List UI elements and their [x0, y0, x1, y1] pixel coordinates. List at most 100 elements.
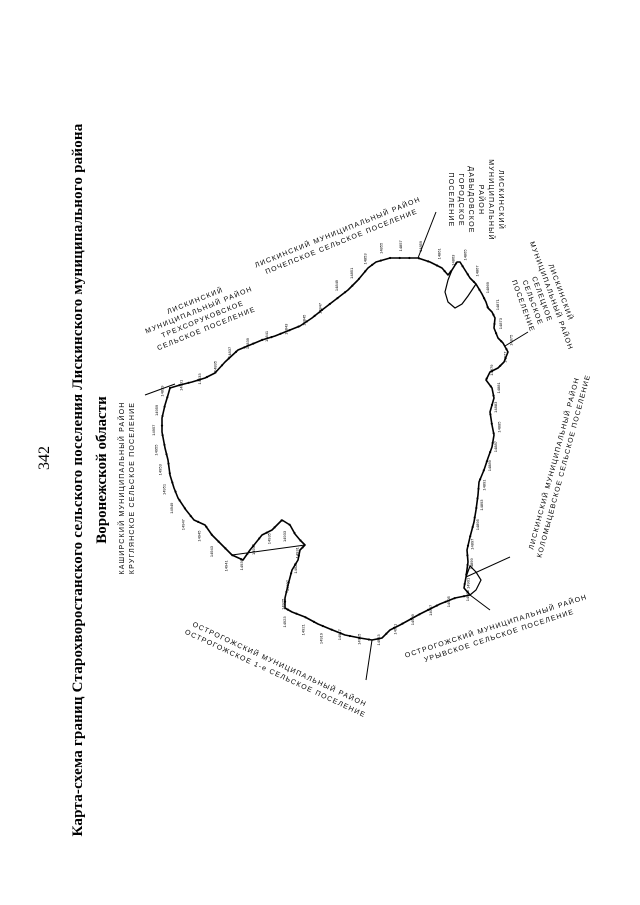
boundary-vertex [367, 638, 370, 641]
vertex-label: 14837 [227, 346, 232, 358]
boundary-vertex [297, 554, 300, 557]
vertex-label: 14855 [379, 242, 384, 254]
boundary-vertex [313, 314, 316, 317]
boundary-vertex [178, 384, 181, 387]
vertex-label: 14863 [451, 254, 456, 266]
svg-text:МУНИЦИПАЛЬНЫЙ: МУНИЦИПАЛЬНЫЙ [487, 159, 496, 241]
vertex-label: 14903 [465, 589, 470, 601]
boundary-vertex [287, 581, 290, 584]
vertex-label: 14887 [493, 440, 498, 452]
boundary-vertex [444, 600, 447, 603]
boundary-vertex [297, 325, 300, 328]
boundary-detail-southeast [465, 564, 482, 596]
boundary-vertex [357, 277, 361, 280]
boundary-vertex [220, 364, 224, 367]
vertex-label: 14935 [267, 532, 272, 544]
svg-text:ПОСЕЛЕНИЕ: ПОСЕЛЕНИЕ [447, 172, 454, 227]
boundary-vertex [466, 273, 469, 276]
boundary-vertex [205, 525, 208, 528]
boundary-vertex [351, 284, 354, 287]
neighbor-boundary-northeast [504, 331, 529, 347]
boundary-vertex [183, 507, 186, 510]
boundary-vertex [231, 554, 234, 557]
svg-text:ГОРОДСКОЕ: ГОРОДСКОЕ [457, 173, 464, 226]
boundary-vertex [187, 381, 190, 384]
boundary-vertex [505, 348, 508, 351]
boundary-vertex [293, 531, 296, 535]
label-uryv: ОСТРОГОЖСКИЙ МУНИЦИПАЛЬНЫЙ РАЙОН УРЫВСКО… [404, 592, 589, 664]
boundary-vertex [168, 386, 172, 390]
svg-text:ОСТРОГОЖСКОЕ 1-е СЕЛЬСКОЕ ПОСЕ: ОСТРОГОЖСКОЕ 1-е СЕЛЬСКОЕ ПОСЕЛЕНИЕ [184, 629, 367, 719]
boundary-vertex [427, 260, 430, 263]
svg-text:КАШИРСКИЙ МУНИЦИПАЛЬНЫЙ РАЙОН: КАШИРСКИЙ МУНИЦИПАЛЬНЫЙ РАЙОН [117, 402, 126, 575]
vertex-label: 14923 [282, 616, 287, 628]
boundary-vertex [385, 632, 388, 635]
vertex-label: 14911 [392, 623, 397, 635]
boundary-vertex [478, 288, 481, 291]
vertex-label: 14853 [363, 253, 368, 265]
boundary-vertex [463, 582, 466, 586]
label-kashira: КАШИРСКИЙ МУНИЦИПАЛЬНЫЙ РАЙОН КРУГЛЯНСКО… [117, 402, 136, 575]
boundary-vertex [417, 257, 421, 260]
neighbor-boundary-southwest [231, 544, 306, 556]
boundary-vertex [174, 490, 177, 493]
vertex-label: 14891 [481, 479, 486, 491]
vertex-label: 14919 [319, 632, 324, 644]
boundary-vertex [163, 443, 166, 446]
boundary-vertex [500, 340, 503, 343]
boundary-vertex [197, 520, 200, 524]
boundary-vertex [392, 626, 395, 630]
vertex-label: 14865 [463, 249, 468, 261]
boundary-vertex [178, 499, 181, 502]
vertex-label: 14953 [158, 463, 163, 475]
vertex-label: 14871 [495, 298, 500, 310]
svg-text:КРУГЛЯНСКОЕ СЕЛЬСКОЕ ПОСЕЛЕНИЕ: КРУГЛЯНСКОЕ СЕЛЬСКОЕ ПОСЕЛЕНИЕ [129, 402, 136, 574]
vertex-label: 14895 [475, 518, 480, 530]
vertex-label: 14901 [466, 577, 471, 589]
vertex-label: 14951 [162, 483, 167, 495]
boundary-vertex [328, 302, 331, 306]
vertex-label: 14835 [213, 360, 218, 372]
neighbor-boundary-north [417, 211, 437, 259]
vertex-label: 14885 [497, 421, 502, 433]
vertex-label: 14857 [398, 240, 403, 252]
vertex-label: 14859 [418, 240, 423, 252]
boundary-vertex [160, 424, 164, 427]
vertex-label: 14877 [502, 351, 507, 363]
neighbor-boundary-southeast [469, 594, 491, 611]
boundary-vertex [321, 308, 324, 311]
boundary-vertex [489, 385, 492, 388]
boundary-vertex [294, 563, 297, 566]
boundary-vertex [299, 539, 302, 542]
boundary-vertex [490, 422, 493, 425]
boundary-vertex [321, 624, 324, 628]
vertex-label: 14929 [293, 562, 298, 574]
vertex-label: 14947 [181, 518, 186, 530]
vertex-label: 14831 [178, 379, 183, 391]
svg-text:ЛИСКИНСКИЙ МУНИЦИПАЛЬНЫЙ РАЙОН: ЛИСКИНСКИЙ МУНИЦИПАЛЬНЫЙ РАЙОН [526, 376, 581, 550]
vertex-label: 14883 [493, 401, 498, 413]
boundary-vertex [227, 357, 230, 360]
boundary-vertex [472, 280, 475, 283]
boundary-vertex [466, 544, 470, 547]
vertex-label: 14949 [169, 502, 174, 514]
boundary-vertex [473, 516, 476, 519]
vertex-label: 14907 [428, 604, 433, 616]
svg-text:РАЙОН: РАЙОН [477, 185, 486, 215]
boundary-vertex [295, 612, 298, 615]
boundary-vertex [243, 346, 246, 349]
boundary-vertex [210, 533, 213, 536]
boundary-vertex [252, 342, 255, 345]
boundary-detail-northeast [444, 269, 477, 309]
vertex-label: 14959 [154, 404, 159, 416]
vertex-label: 14915 [357, 633, 362, 645]
neighbor-boundary-west [144, 383, 176, 396]
vertex-label: 14843 [283, 323, 288, 335]
boundary-vertex [270, 336, 273, 339]
vertex-label: 14881 [496, 382, 501, 394]
vertex-label: 14839 [245, 337, 250, 349]
boundary-vertex [371, 263, 374, 266]
boundary-vertex [288, 523, 291, 526]
vertex-label: 14847 [318, 302, 323, 314]
vertex-label: 14945 [196, 530, 201, 542]
